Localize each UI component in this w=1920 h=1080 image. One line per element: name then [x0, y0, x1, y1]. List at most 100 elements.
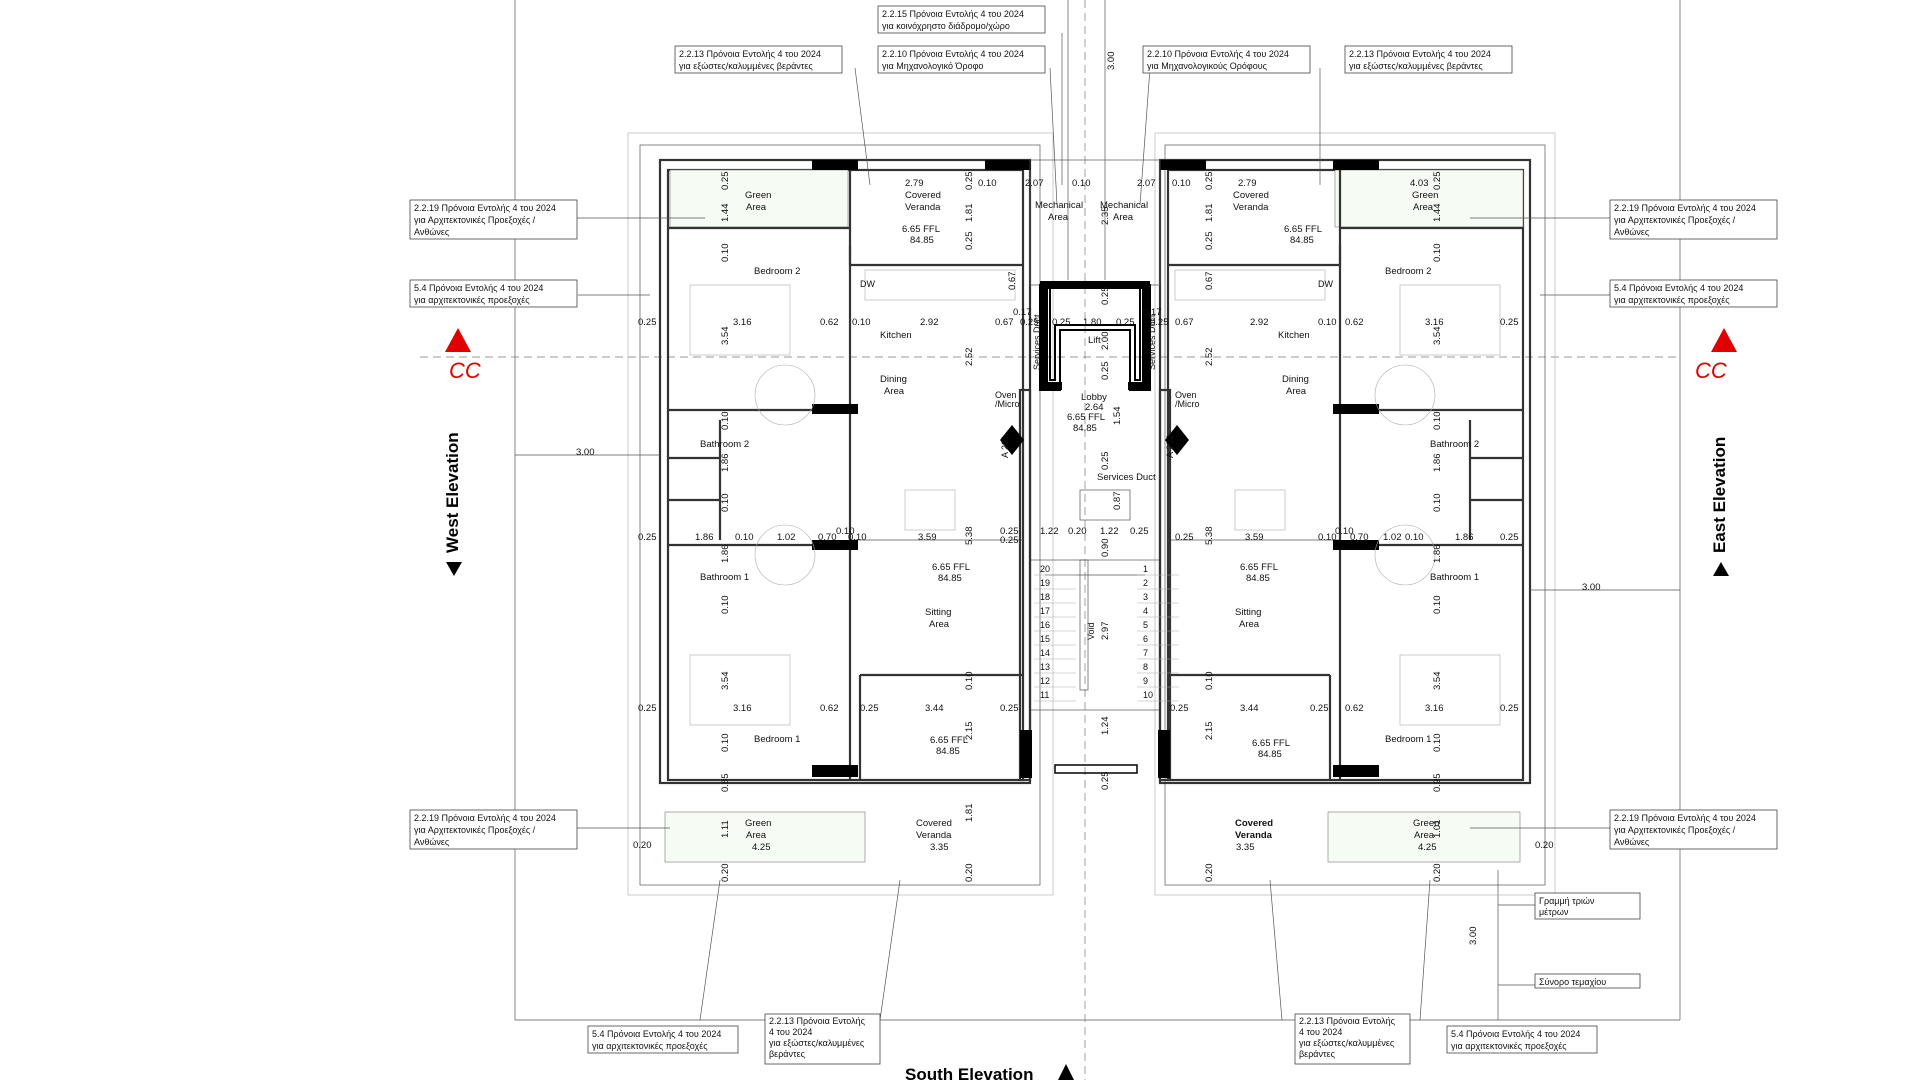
svg-text:για εξώστες/καλυμμένες βεράντε: για εξώστες/καλυμμένες βεράντες	[1349, 61, 1483, 71]
svg-text:για Αρχιτεκτονικές Προεξοχές /: για Αρχιτεκτονικές Προεξοχές /	[414, 215, 536, 225]
svg-text:4 του 2024: 4 του 2024	[1299, 1027, 1342, 1037]
svg-text:2.52: 2.52	[1204, 348, 1215, 367]
svg-text:DW: DW	[860, 279, 875, 289]
svg-text:1.86: 1.86	[1455, 532, 1474, 543]
svg-text:για αρχιτεκτονικές προεξοχές: για αρχιτεκτονικές προεξοχές	[414, 295, 530, 305]
svg-text:1.54: 1.54	[1112, 407, 1123, 426]
svg-text:0.20: 0.20	[1535, 840, 1554, 851]
svg-text:Covered: Covered	[1233, 190, 1269, 201]
svg-text:2.2.13 Πρόνοια Εντολής 4 του 2: 2.2.13 Πρόνοια Εντολής 4 του 2024	[679, 49, 821, 59]
svg-text:4.25: 4.25	[1418, 842, 1437, 853]
svg-text:0.25: 0.25	[1000, 703, 1019, 714]
svg-text:Ανθώνες: Ανθώνες	[414, 227, 450, 237]
svg-text:Kitchen: Kitchen	[880, 330, 912, 341]
note-2-2-13-bottom-left: 2.2.13 Πρόνοια Εντολής 4 του 2024 για εξ…	[764, 1013, 881, 1065]
note-2-2-19-bottom-left: 2.2.19 Πρόνοια Εντολής 4 του 2024 για Αρ…	[409, 809, 578, 850]
svg-text:Area: Area	[1239, 619, 1260, 630]
stair-number: 8	[1143, 662, 1148, 672]
svg-text:5.4 Πρόνοια Εντολής 4 του 2024: 5.4 Πρόνοια Εντολής 4 του 2024	[592, 1029, 721, 1039]
svg-text:3.16: 3.16	[733, 703, 752, 714]
svg-text:5.4 Πρόνοια Εντολής 4 του 2024: 5.4 Πρόνοια Εντολής 4 του 2024	[1614, 283, 1743, 293]
svg-text:0.62: 0.62	[1345, 317, 1364, 328]
svg-text:South Elevation: South Elevation	[905, 1065, 1033, 1080]
svg-text:Covered: Covered	[1235, 818, 1273, 829]
svg-text:0.20: 0.20	[720, 864, 731, 883]
svg-text:3.44: 3.44	[1240, 703, 1259, 714]
south-elevation-label: South Elevation	[905, 1064, 1074, 1080]
svg-text:Bathroom 1: Bathroom 1	[1430, 572, 1479, 583]
svg-text:0.25: 0.25	[1432, 172, 1443, 191]
south-elevation-arrow-icon	[1058, 1064, 1074, 1080]
note-2-2-10-left: 2.2.10 Πρόνοια Εντολής 4 του 2024 για Μη…	[877, 45, 1046, 74]
svg-text:0.62: 0.62	[820, 703, 839, 714]
svg-text:0.25: 0.25	[1175, 532, 1194, 543]
svg-text:1.81: 1.81	[964, 804, 975, 823]
svg-text:2.2.19 Πρόνοια Εντολής 4 του 2: 2.2.19 Πρόνοια Εντολής 4 του 2024	[414, 813, 556, 823]
svg-text:0.25: 0.25	[1170, 703, 1189, 714]
svg-text:1.24: 1.24	[1100, 717, 1111, 736]
svg-text:3.59: 3.59	[918, 532, 937, 543]
stair-number: 20	[1040, 564, 1050, 574]
svg-text:Ανθώνες: Ανθώνες	[1614, 227, 1650, 237]
svg-text:0.10: 0.10	[1432, 734, 1443, 753]
svg-text:0.25: 0.25	[638, 532, 657, 543]
svg-text:Oven: Oven	[995, 390, 1017, 400]
svg-text:Bedroom 1: Bedroom 1	[1385, 734, 1431, 745]
west-elevation-label: West Elevation	[443, 432, 462, 576]
svg-text:1.11: 1.11	[720, 820, 731, 838]
svg-text:1.01: 1.01	[1432, 820, 1443, 839]
svg-text:2.92: 2.92	[920, 317, 939, 328]
svg-text:84.85: 84.85	[1258, 749, 1282, 760]
svg-text:Γραμμή τριών: Γραμμή τριών	[1539, 896, 1595, 906]
svg-text:0.70: 0.70	[818, 532, 837, 543]
stair-number: 7	[1143, 648, 1148, 658]
plot-lines	[420, 0, 1681, 1080]
svg-text:2.15: 2.15	[964, 722, 975, 741]
svg-text:για Μηχανολογικούς Ορόφους: για Μηχανολογικούς Ορόφους	[1147, 61, 1268, 71]
svg-text:0.25: 0.25	[1100, 452, 1111, 471]
svg-text:0.25: 0.25	[1150, 317, 1169, 328]
east-elevation-arrow-icon	[1713, 562, 1729, 576]
svg-text:4 του 2024: 4 του 2024	[769, 1027, 812, 1037]
room-labels-left: Green Area Covered Veranda Mechanical Ar…	[700, 190, 1083, 841]
svg-text:0.10: 0.10	[1432, 494, 1443, 513]
svg-text:3.16: 3.16	[1425, 317, 1444, 328]
svg-text:4.03: 4.03	[1410, 178, 1429, 189]
stair-number: 5	[1143, 620, 1148, 630]
svg-text:2.2.15 Πρόνοια Εντολής 4 του 2: 2.2.15 Πρόνοια Εντολής 4 του 2024	[882, 9, 1024, 19]
svg-text:για αρχιτεκτονικές προεξοχές: για αρχιτεκτονικές προεξοχές	[592, 1041, 708, 1051]
svg-text:0.25: 0.25	[1500, 317, 1519, 328]
svg-text:2.64: 2.64	[1085, 402, 1104, 413]
svg-text:84.85: 84.85	[910, 235, 934, 246]
svg-text:2.2.19 Πρόνοια Εντολής 4 του 2: 2.2.19 Πρόνοια Εντολής 4 του 2024	[414, 203, 556, 213]
stair-number: 6	[1143, 634, 1148, 644]
svg-text:0.10: 0.10	[1405, 532, 1424, 543]
section-marker-left: CC	[445, 328, 481, 383]
svg-text:0.10: 0.10	[852, 317, 871, 328]
svg-text:Green: Green	[745, 818, 771, 829]
svg-text:6.65 FFL: 6.65 FFL	[1240, 562, 1278, 573]
svg-text:2.2.10 Πρόνοια Εντολής 4 του 2: 2.2.10 Πρόνοια Εντολής 4 του 2024	[882, 49, 1024, 59]
stair-number: 15	[1040, 634, 1050, 644]
svg-text:3.00: 3.00	[576, 447, 595, 458]
svg-text:0.85: 0.85	[720, 774, 731, 793]
svg-text:Dining: Dining	[880, 374, 907, 385]
svg-text:3.35: 3.35	[1236, 842, 1255, 853]
stair-number: 11	[1040, 690, 1049, 700]
svg-text:3.54: 3.54	[1432, 327, 1443, 346]
svg-text:για Αρχιτεκτονικές Προεξοχές /: για Αρχιτεκτονικές Προεξοχές /	[1614, 215, 1736, 225]
svg-text:6.65 FFL: 6.65 FFL	[932, 562, 970, 573]
svg-text:0.25: 0.25	[1130, 526, 1149, 537]
svg-text:2.00: 2.00	[1100, 332, 1111, 351]
svg-text:1.81: 1.81	[964, 204, 975, 223]
svg-text:0.67: 0.67	[995, 317, 1014, 328]
svg-text:0.10: 0.10	[1432, 412, 1443, 431]
svg-text:0.20: 0.20	[633, 840, 652, 851]
green-area-top-right	[1334, 169, 1524, 228]
stair-number: 10	[1143, 690, 1153, 700]
note-2-2-10-right: 2.2.10 Πρόνοια Εντολής 4 του 2024 για Μη…	[1142, 45, 1311, 74]
stair-number: 14	[1040, 648, 1050, 658]
svg-text:0.10: 0.10	[720, 734, 731, 753]
